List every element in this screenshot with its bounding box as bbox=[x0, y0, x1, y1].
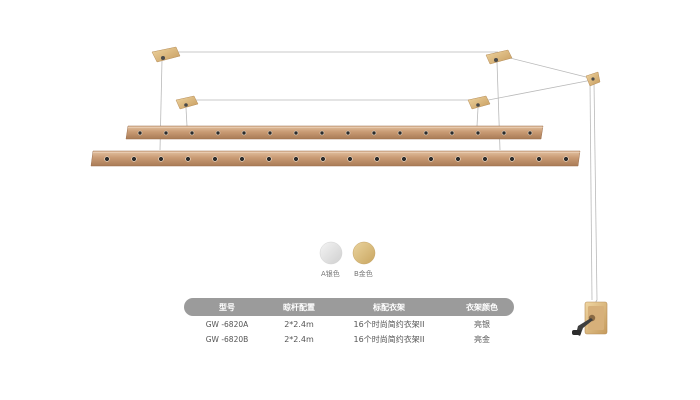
hanger-hole bbox=[449, 130, 455, 136]
hanger-hole bbox=[475, 130, 481, 136]
hanger-hole bbox=[347, 156, 353, 162]
table-header: 型号 晾杆配置 标配衣架 衣架颜色 bbox=[184, 298, 514, 316]
spec-table: 型号 晾杆配置 标配衣架 衣架颜色 GW -6820A 2*2.4m 16个时尚… bbox=[184, 298, 514, 346]
hanger-hole bbox=[239, 156, 245, 162]
hanger-hole bbox=[215, 130, 221, 136]
hanger-hole bbox=[501, 130, 507, 136]
hanger-hole bbox=[104, 156, 110, 162]
swatch-label-gold: B金色 bbox=[354, 270, 373, 278]
hanger-hole bbox=[189, 130, 195, 136]
cell-hanger: 16个时尚简约衣架II bbox=[353, 335, 425, 344]
hanger-hole bbox=[527, 130, 533, 136]
cell-rod-config: 2*2.4m bbox=[284, 335, 314, 344]
ceiling-mount-back-left bbox=[175, 95, 199, 110]
hanger-hole bbox=[293, 130, 299, 136]
hanger-hole bbox=[397, 130, 403, 136]
cell-color: 亮金 bbox=[474, 335, 490, 344]
hanger-hole bbox=[137, 130, 143, 136]
hanger-hole bbox=[536, 156, 542, 162]
cell-color: 亮银 bbox=[474, 320, 490, 329]
hanger-hole bbox=[482, 156, 488, 162]
hanger-hole bbox=[319, 130, 325, 136]
hanger-hole bbox=[371, 130, 377, 136]
hanger-hole bbox=[131, 156, 137, 162]
drying-rod-back bbox=[125, 125, 544, 140]
drying-rod-front bbox=[90, 150, 581, 167]
hanger-hole bbox=[266, 156, 272, 162]
cables bbox=[159, 51, 598, 301]
ceiling-mount-back-right bbox=[467, 95, 491, 110]
hanger-hole bbox=[320, 156, 326, 162]
hanger-hole bbox=[428, 156, 434, 162]
table-row: GW -6820B 2*2.4m 16个时尚简约衣架II 亮金 bbox=[184, 333, 514, 346]
header-rod-config: 晾杆配置 bbox=[283, 302, 315, 312]
hanger-hole bbox=[267, 130, 273, 136]
hanger-hole bbox=[423, 130, 429, 136]
hanger-hole bbox=[345, 130, 351, 136]
hanger-hole bbox=[293, 156, 299, 162]
cell-hanger: 16个时尚简约衣架II bbox=[353, 320, 425, 329]
swatch-silver bbox=[319, 241, 343, 265]
hand-crank bbox=[572, 301, 608, 336]
ceiling-mount-front-right bbox=[485, 49, 513, 65]
cell-model: GW -6820B bbox=[205, 335, 249, 344]
hanger-hole bbox=[185, 156, 191, 162]
header-hanger: 标配衣架 bbox=[373, 302, 405, 312]
hanger-hole bbox=[163, 130, 169, 136]
hanger-hole bbox=[158, 156, 164, 162]
hanger-hole bbox=[374, 156, 380, 162]
cell-model: GW -6820A bbox=[205, 320, 249, 329]
hanger-hole bbox=[241, 130, 247, 136]
hanger-hole bbox=[563, 156, 569, 162]
header-color: 衣架颜色 bbox=[466, 302, 498, 312]
hanger-hole bbox=[455, 156, 461, 162]
pulley-corner bbox=[585, 71, 601, 87]
hanger-hole bbox=[401, 156, 407, 162]
header-model: 型号 bbox=[219, 302, 235, 312]
hanger-hole bbox=[509, 156, 515, 162]
hanger-hole bbox=[212, 156, 218, 162]
table-row: GW -6820A 2*2.4m 16个时尚简约衣架II 亮银 bbox=[184, 318, 514, 331]
cell-rod-config: 2*2.4m bbox=[284, 320, 314, 329]
swatch-gold bbox=[352, 241, 376, 265]
swatch-label-silver: A银色 bbox=[321, 270, 340, 278]
ceiling-mount-front-left bbox=[151, 46, 181, 63]
